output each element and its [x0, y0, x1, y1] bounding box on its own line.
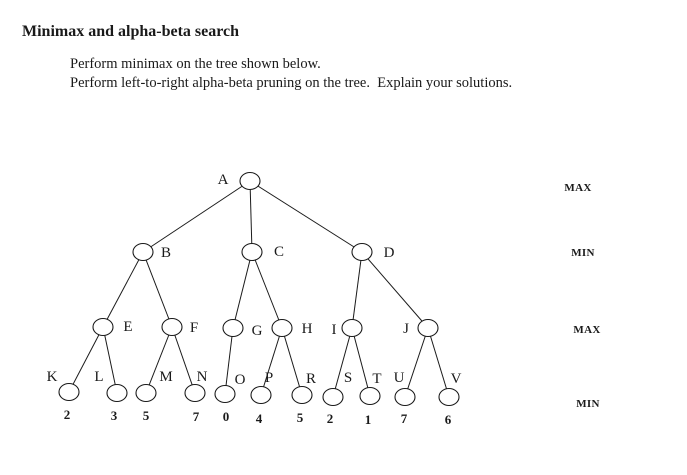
- leaf-value-S: 2: [327, 411, 334, 426]
- tree-node-T: [359, 386, 381, 406]
- tree-node-B: [132, 242, 154, 262]
- tree-node-C: [241, 242, 263, 262]
- leaf-value-N: 7: [193, 409, 200, 424]
- tree-edge-B-F: [142, 251, 173, 328]
- tree-edge-C-H: [251, 251, 283, 329]
- leaf-value-P: 4: [256, 411, 263, 426]
- leaf-value-U: 7: [401, 411, 408, 426]
- tree-node-label-T: T: [372, 371, 381, 387]
- tree-edge-F-M: [145, 326, 173, 394]
- tree-edge-H-P: [260, 327, 283, 396]
- tree-node-label-V: V: [451, 371, 462, 387]
- tree-node-label-L: L: [94, 369, 103, 385]
- instruction-line-2: Perform left-to-right alpha-beta pruning…: [70, 75, 513, 91]
- tree-node-label-F: F: [190, 320, 198, 336]
- leaf-value-T: 1: [365, 412, 372, 427]
- tree-edge-J-V: [427, 327, 450, 398]
- tree-edge-D-J: [361, 251, 429, 329]
- tree-node-label-I: I: [332, 322, 337, 338]
- tree-node-P: [250, 385, 272, 405]
- leaf-value-M: 5: [143, 408, 150, 423]
- tree-node-label-G: G: [252, 323, 263, 339]
- leaf-value-L: 3: [111, 408, 118, 423]
- tree-node-R: [291, 385, 313, 405]
- instruction-line-1: Perform minimax on the tree shown below.: [70, 56, 321, 72]
- instructions-block: Perform minimax on the tree shown below.…: [70, 55, 512, 93]
- tree-node-L: [106, 383, 128, 403]
- tree-node-J: [417, 318, 439, 338]
- tree-edge-I-T: [351, 327, 371, 397]
- tree-node-label-J: J: [403, 321, 409, 337]
- tree-node-M: [135, 383, 157, 403]
- tree-node-label-B: B: [161, 245, 171, 261]
- tree-edge-A-D: [249, 180, 363, 253]
- level-label-min-4: MIN: [576, 398, 600, 410]
- page-title: Minimax and alpha-beta search: [22, 23, 240, 40]
- leaf-value-R: 5: [297, 410, 304, 425]
- tree-edge-I-S: [332, 327, 353, 398]
- tree-node-A: [239, 171, 261, 191]
- tree-node-I: [341, 318, 363, 338]
- leaf-value-O: 0: [223, 409, 230, 424]
- tree-node-label-N: N: [197, 369, 208, 385]
- tree-node-label-A: A: [218, 172, 229, 188]
- tree-edge-A-B: [142, 180, 251, 253]
- tree-node-label-U: U: [394, 370, 405, 386]
- tree-node-U: [394, 387, 416, 407]
- tree-node-S: [322, 387, 344, 407]
- tree-node-label-R: R: [306, 371, 316, 387]
- level-label-max-1: MAX: [564, 182, 591, 194]
- leaf-value-V: 6: [445, 412, 452, 427]
- tree-edge-E-K: [68, 326, 104, 393]
- tree-node-label-O: O: [235, 372, 246, 388]
- tree-edge-E-L: [102, 326, 118, 394]
- tree-node-G: [222, 318, 244, 338]
- level-label-max-3: MAX: [573, 324, 600, 336]
- tree-edge-H-R: [281, 327, 303, 396]
- tree-edge-C-G: [232, 251, 253, 329]
- tree-node-O: [214, 384, 236, 404]
- tree-node-label-M: M: [159, 369, 172, 385]
- tree-node-N: [184, 383, 206, 403]
- tree-edge-D-I: [351, 251, 363, 329]
- leaf-value-K: 2: [64, 407, 71, 422]
- tree-node-label-E: E: [123, 319, 132, 335]
- tree-node-D: [351, 242, 373, 262]
- tree-node-F: [161, 317, 183, 337]
- tree-node-label-K: K: [47, 369, 58, 385]
- tree-node-E: [92, 317, 114, 337]
- tree-edge-F-N: [171, 326, 196, 394]
- tree-node-label-H: H: [302, 321, 313, 337]
- tree-edge-B-E: [102, 251, 144, 328]
- tree-edge-J-U: [404, 327, 429, 398]
- level-label-min-2: MIN: [571, 247, 595, 259]
- tree-node-label-C: C: [274, 244, 284, 260]
- tree-node-K: [58, 382, 80, 402]
- tree-edge-A-C: [249, 180, 253, 253]
- tree-node-H: [271, 318, 293, 338]
- tree-node-V: [438, 387, 460, 407]
- tree-node-label-S: S: [344, 370, 352, 386]
- tree-node-label-P: P: [265, 370, 273, 386]
- tree-node-label-D: D: [384, 245, 395, 261]
- tree-edge-G-O: [224, 327, 234, 395]
